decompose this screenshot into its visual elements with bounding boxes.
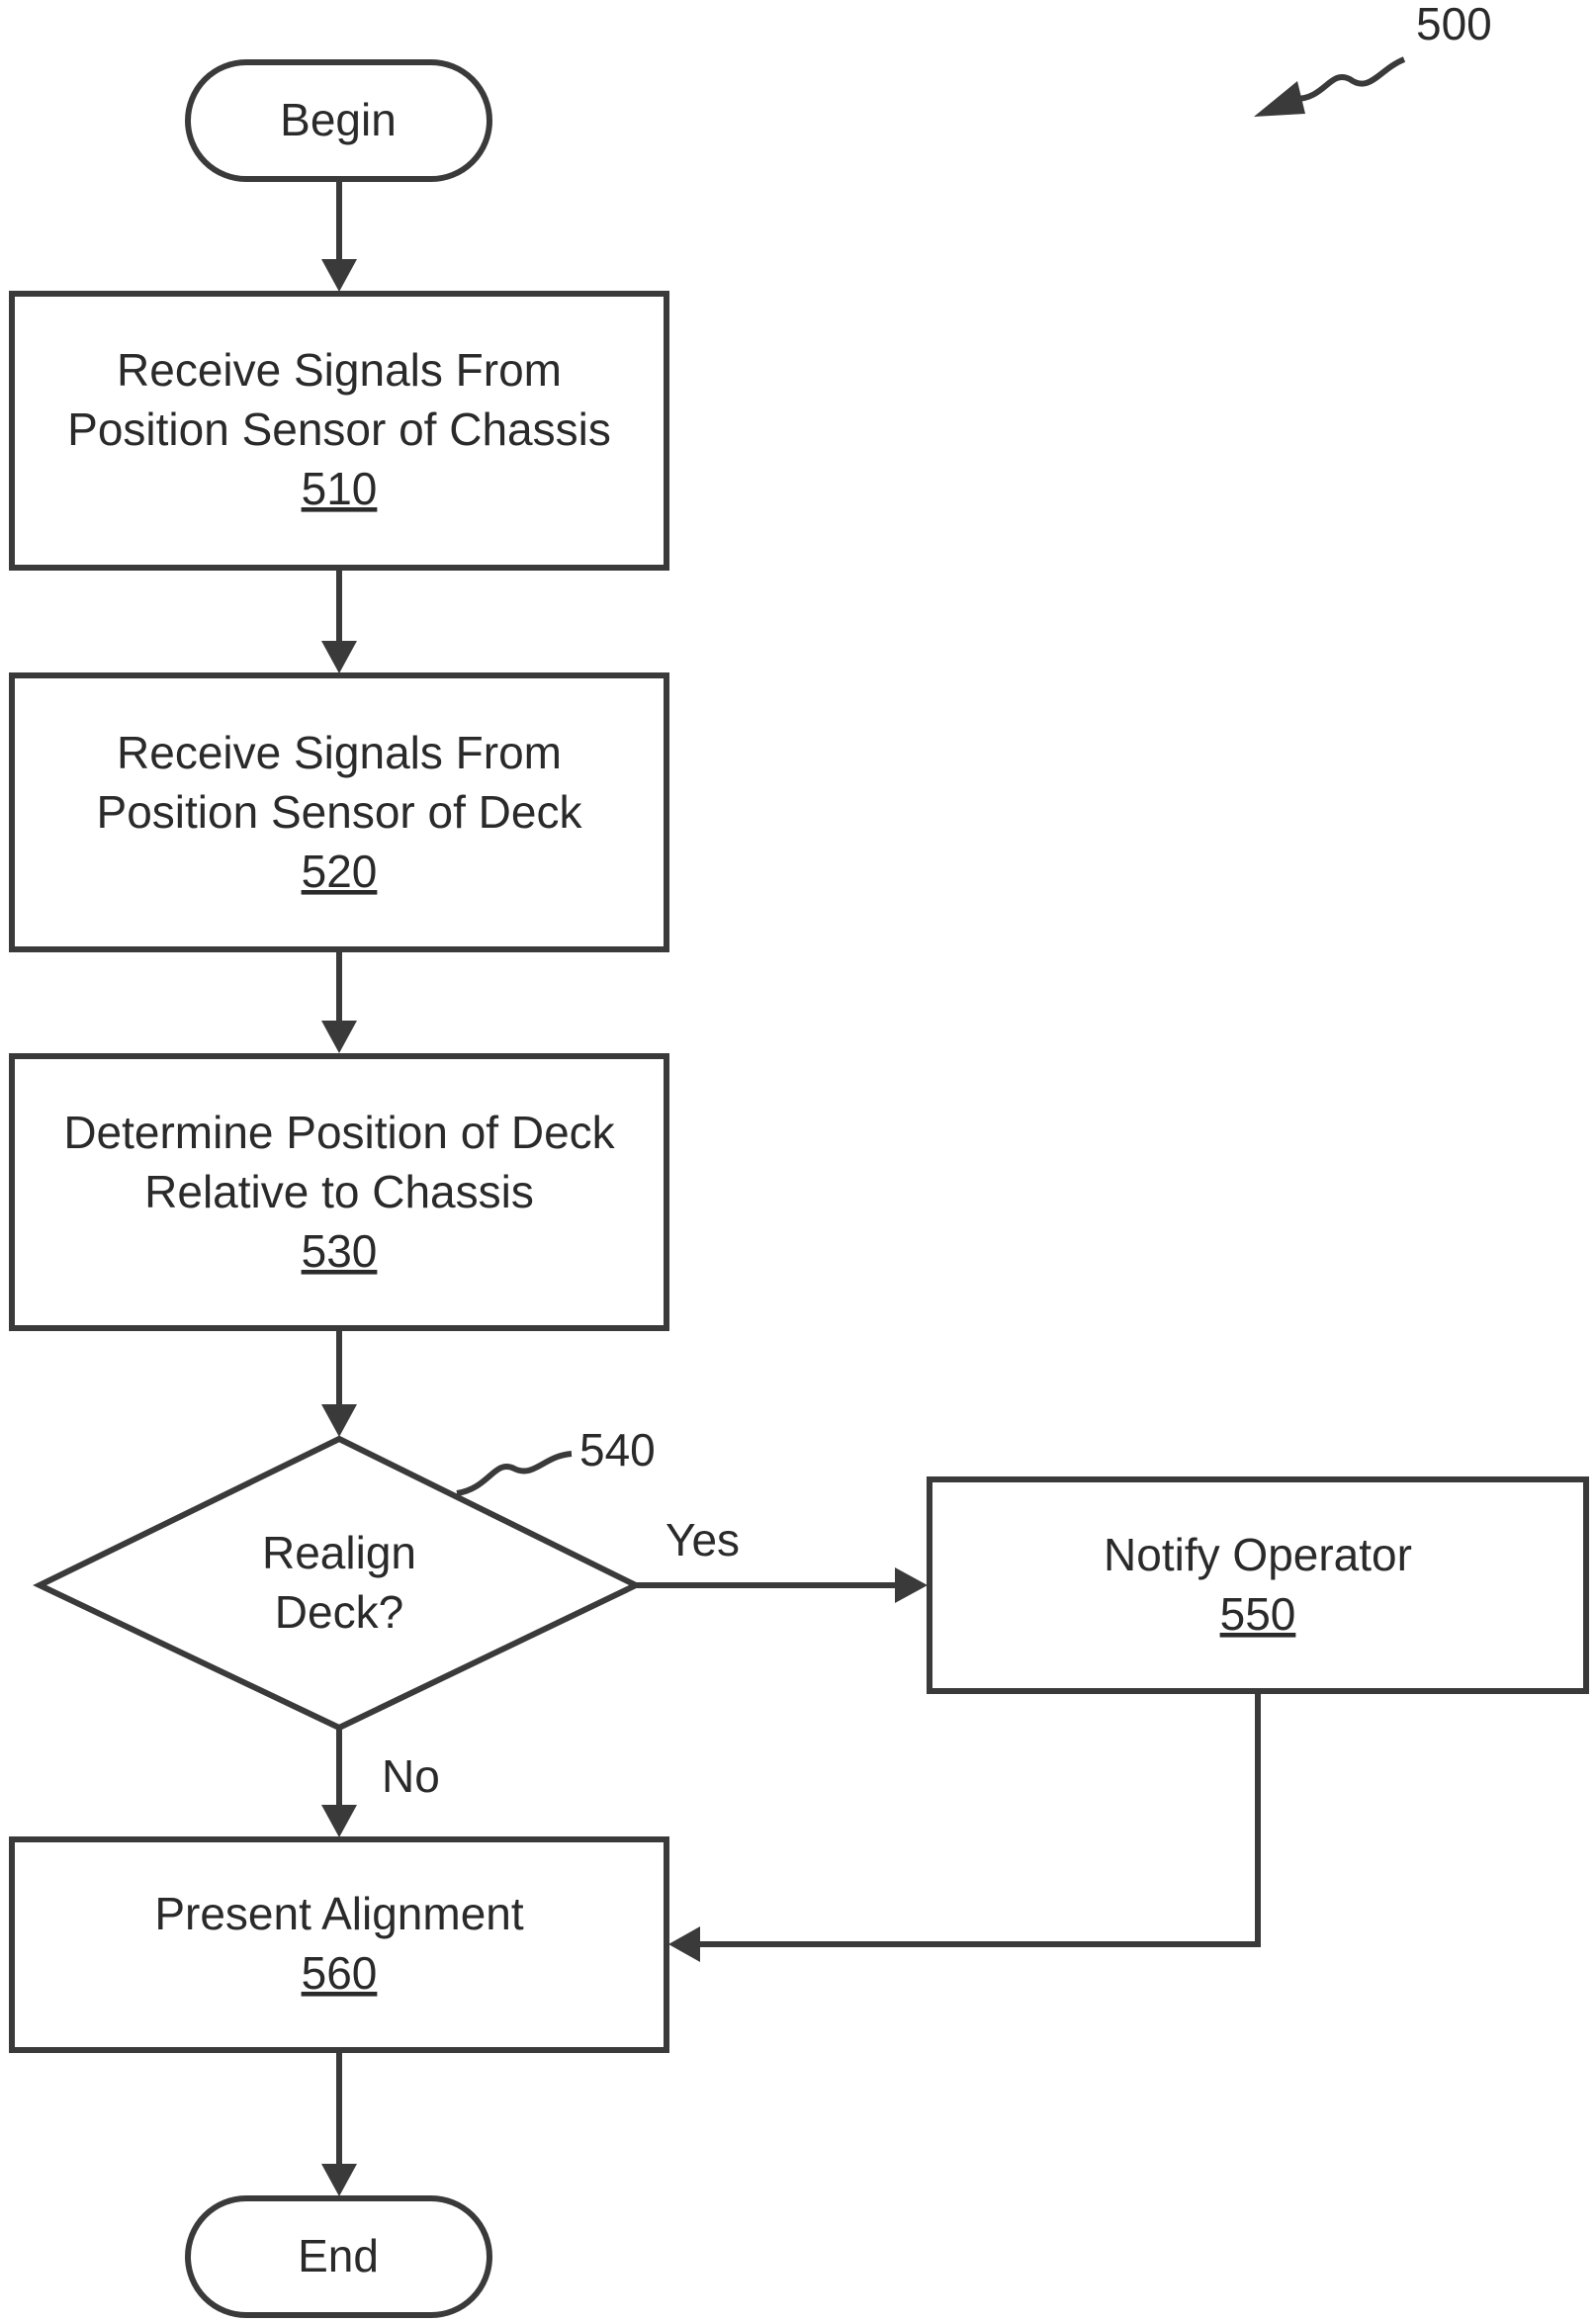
- decision-540-line2: Deck?: [275, 1586, 403, 1638]
- begin-label: Begin: [280, 94, 397, 145]
- step-510-line1: Receive Signals From: [117, 344, 562, 396]
- step-530-box: [9, 1053, 669, 1331]
- end-label: End: [298, 2230, 379, 2281]
- step-510-box: [9, 291, 669, 571]
- arrowhead-550-560: [668, 1926, 700, 1962]
- decision-540-diamond: [33, 1435, 643, 1732]
- step-550-line1: Notify Operator: [1104, 1529, 1412, 1580]
- decision-540-line1: Realign: [262, 1527, 416, 1578]
- step-510-number: 510: [302, 463, 378, 514]
- figure-ref-500: 500: [1416, 0, 1492, 49]
- step-530-line1: Determine Position of Deck: [63, 1107, 615, 1158]
- step-550-number: 550: [1220, 1588, 1296, 1640]
- end-terminal: [185, 2195, 492, 2318]
- step-560-box: [9, 1836, 669, 2053]
- step-560-number: 560: [302, 1947, 378, 1999]
- yes-label: Yes: [665, 1514, 740, 1565]
- figure-ref-arrowhead: [1254, 81, 1305, 117]
- figure-ref-squiggle: [1294, 56, 1406, 102]
- arrowhead-no-540-560: [321, 1805, 357, 1837]
- arrowhead-510-520: [321, 641, 357, 673]
- no-label: No: [382, 1750, 440, 1802]
- step-520-line2: Position Sensor of Deck: [97, 786, 583, 838]
- step-560-line1: Present Alignment: [154, 1888, 524, 1939]
- figure-ref-540: 540: [579, 1424, 656, 1475]
- arrowhead-520-530: [321, 1021, 357, 1053]
- arrowhead-560-end: [321, 2164, 357, 2196]
- arrowhead-yes-540-550: [895, 1567, 928, 1603]
- step-510-line2: Position Sensor of Chassis: [67, 403, 611, 455]
- step-550-box: [927, 1476, 1589, 1694]
- step-530-number: 530: [302, 1225, 378, 1277]
- arrowhead-530-540: [321, 1404, 357, 1437]
- arrowhead-begin-510: [321, 259, 357, 292]
- ref-540-squiggle: [456, 1451, 573, 1496]
- step-520-line1: Receive Signals From: [117, 727, 562, 778]
- step-520-number: 520: [302, 846, 378, 897]
- step-530-line2: Relative to Chassis: [144, 1166, 534, 1217]
- arrow-550-560: [700, 1691, 1261, 1947]
